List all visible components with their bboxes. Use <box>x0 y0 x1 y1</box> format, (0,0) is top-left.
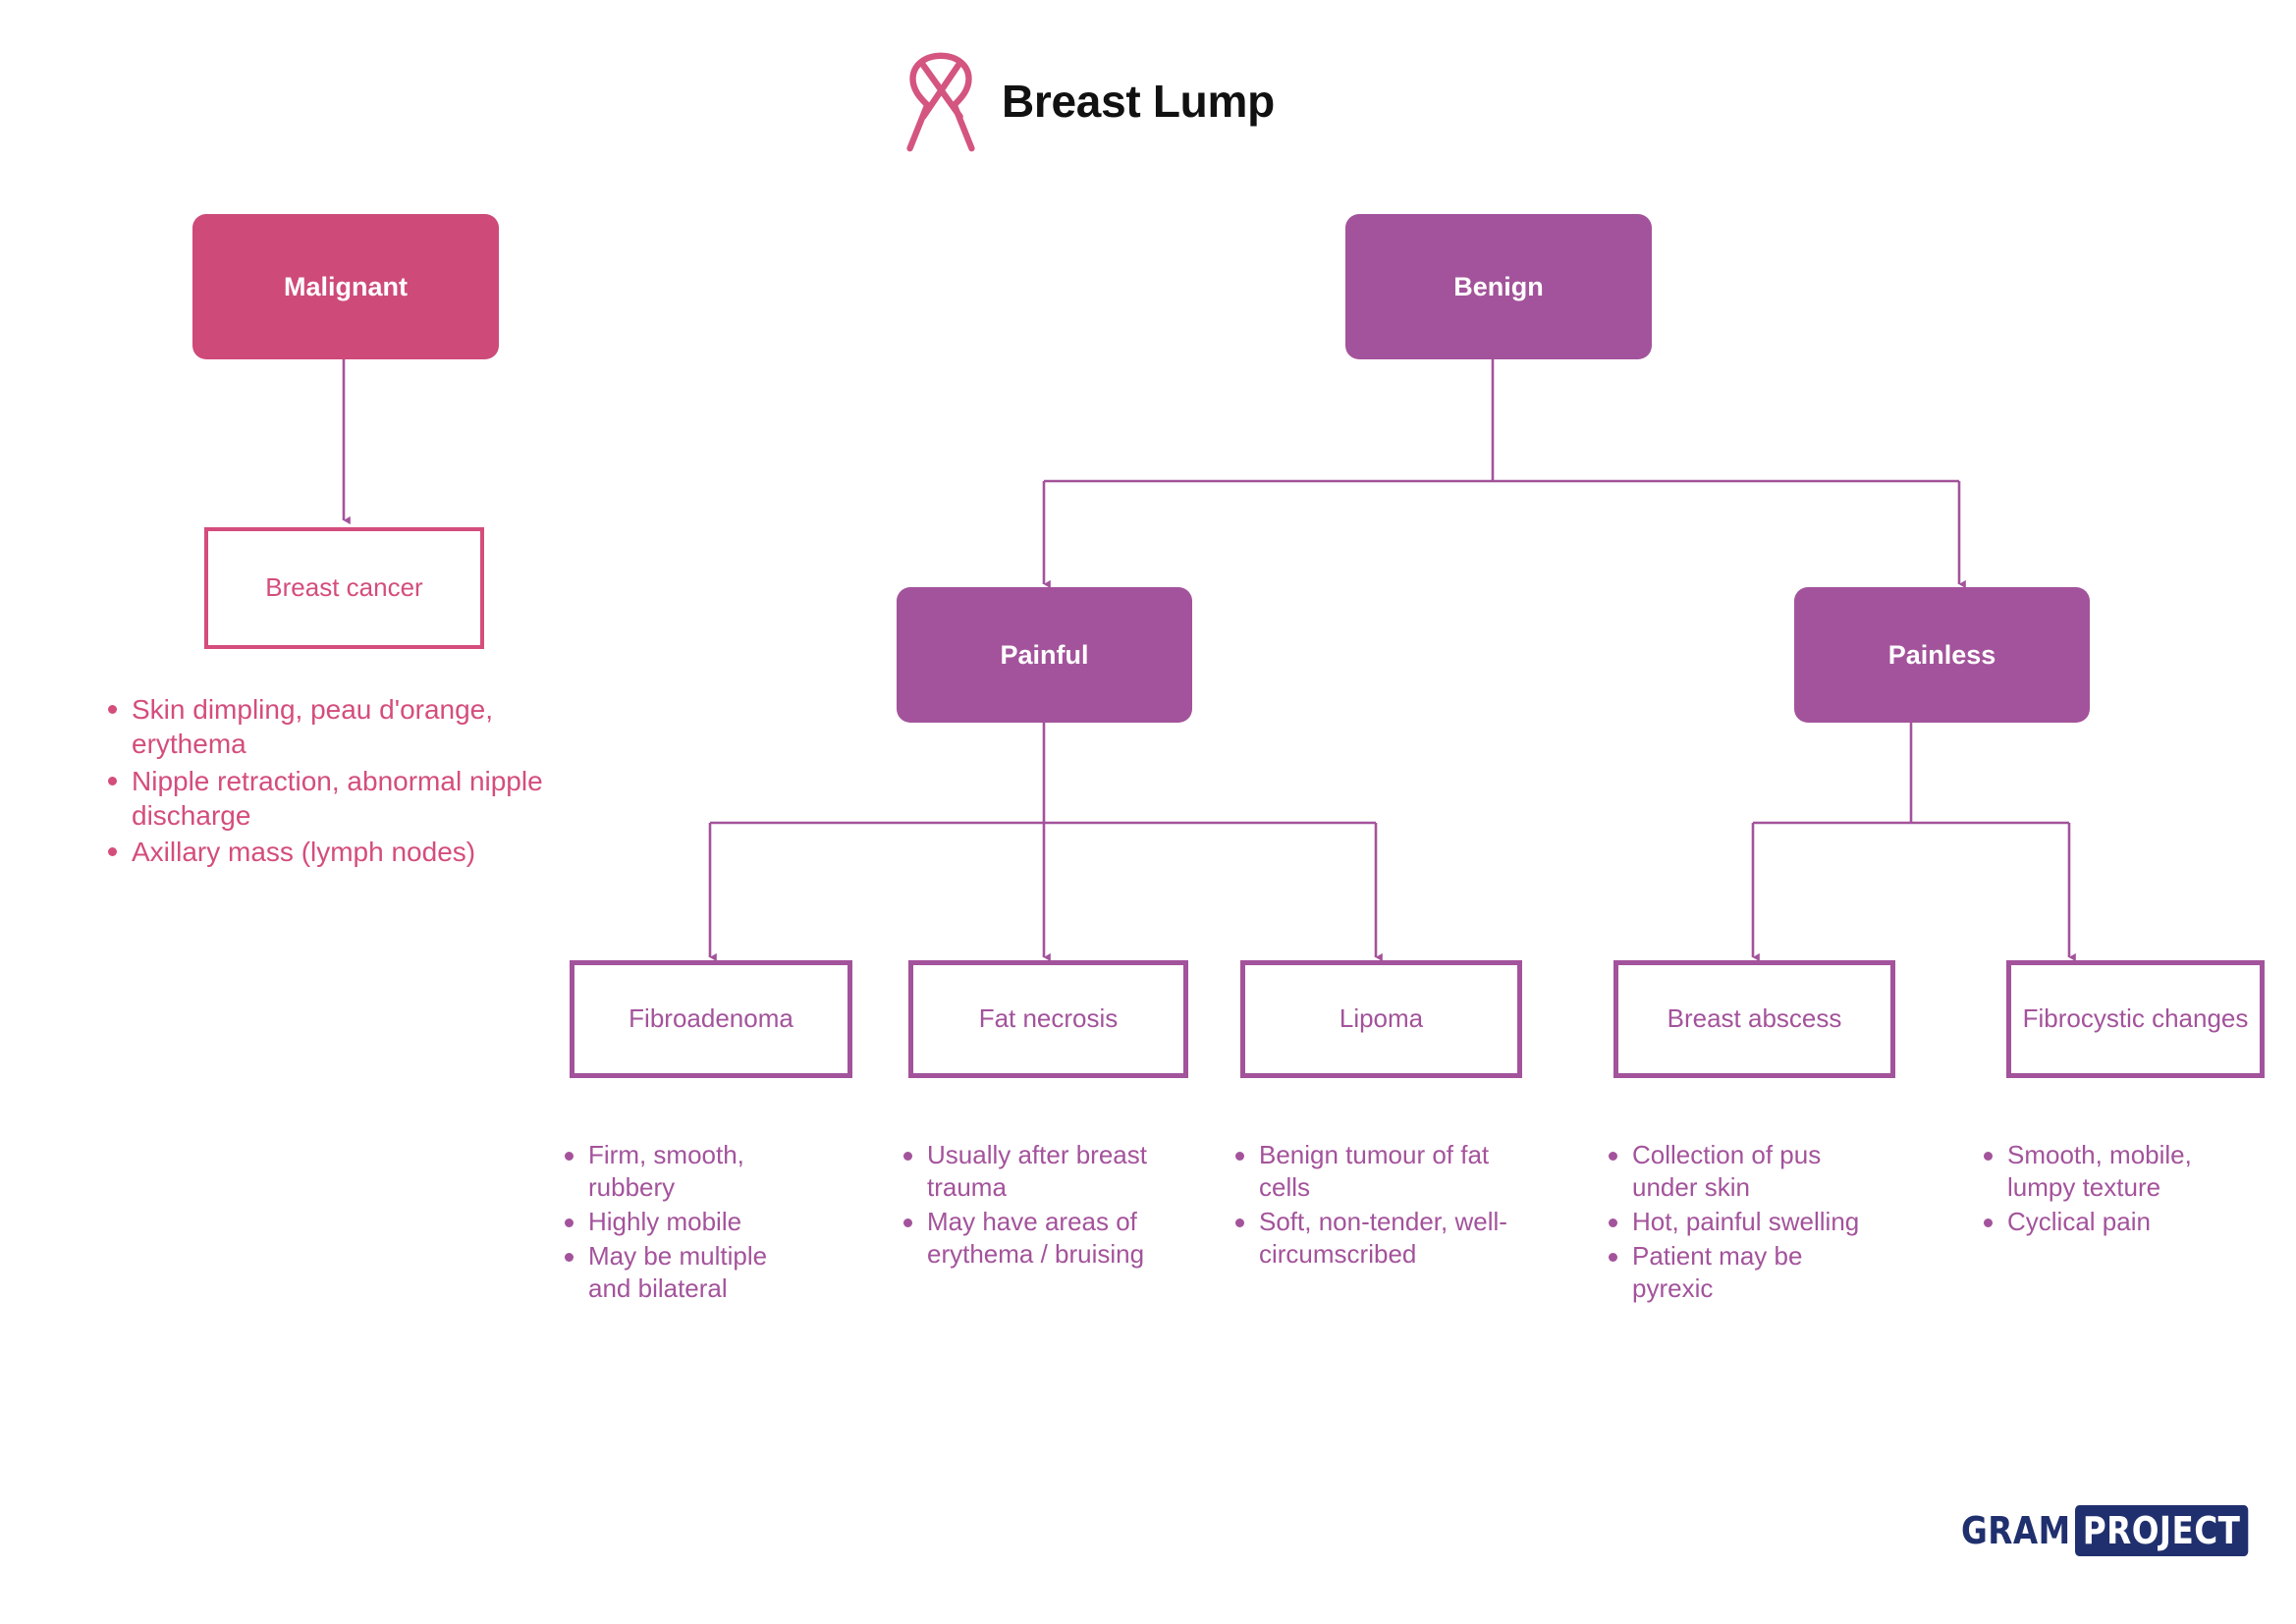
list-item: May have areas of erythema / bruising <box>903 1206 1149 1271</box>
leaf-fibrocystic-changes[interactable]: Fibrocystic changes <box>2006 960 2265 1078</box>
node-painless-label: Painless <box>1887 639 1996 670</box>
leaf-fibroadenoma-label: Fibroadenoma <box>629 1003 793 1034</box>
gram-project-logo[interactable]: GRAM PROJECT <box>1961 1505 2276 1556</box>
leaf-fat-necrosis[interactable]: Fat necrosis <box>908 960 1188 1078</box>
node-malignant[interactable]: Malignant <box>192 214 499 359</box>
list-item: Nipple retraction, abnormal nipple disch… <box>108 764 609 834</box>
leaf-lipoma-label: Lipoma <box>1339 1003 1424 1034</box>
leaf-breast-cancer[interactable]: Breast cancer <box>204 527 484 649</box>
node-painless[interactable]: Painless <box>1794 587 2090 723</box>
list-item: Cyclical pain <box>1984 1206 2241 1238</box>
leaf-fibrocystic-changes-label: Fibrocystic changes <box>2022 1003 2249 1034</box>
list-item: Collection of pus under skin <box>1609 1139 1862 1204</box>
leaf-breast-abscess[interactable]: Breast abscess <box>1613 960 1895 1078</box>
list-item: Smooth, mobile, lumpy texture <box>1984 1139 2241 1204</box>
list-item: Benign tumour of fat cells <box>1235 1139 1540 1204</box>
leaf-breast-abscess-label: Breast abscess <box>1667 1003 1842 1034</box>
leaf-fat-necrosis-label: Fat necrosis <box>978 1003 1119 1034</box>
features-breast-abscess: Collection of pus under skin Hot, painfu… <box>1599 1139 1862 1307</box>
logo-project-text: PROJECT <box>2074 1505 2248 1556</box>
features-fibrocystic-changes: Smooth, mobile, lumpy texture Cyclical p… <box>1974 1139 2241 1240</box>
list-item: Usually after breast trauma <box>903 1139 1149 1204</box>
features-fat-necrosis: Usually after breast trauma May have are… <box>894 1139 1149 1272</box>
features-breast-cancer: Skin dimpling, peau d'orange, erythema N… <box>98 692 609 871</box>
list-item: Hot, painful swelling <box>1609 1206 1862 1238</box>
leaf-breast-cancer-label: Breast cancer <box>265 572 423 603</box>
features-fibroadenoma: Firm, smooth, rubbery Highly mobile May … <box>555 1139 805 1307</box>
breast-cancer-ribbon-icon <box>906 52 975 152</box>
list-item: Axillary mass (lymph nodes) <box>108 835 609 869</box>
leaf-lipoma[interactable]: Lipoma <box>1240 960 1522 1078</box>
list-item: May be multiple and bilateral <box>565 1240 805 1305</box>
node-benign-label: Benign <box>1453 271 1544 301</box>
leaf-fibroadenoma[interactable]: Fibroadenoma <box>570 960 852 1078</box>
list-item: Skin dimpling, peau d'orange, erythema <box>108 692 609 762</box>
list-item: Soft, non-tender, well-circumscribed <box>1235 1206 1540 1271</box>
node-benign[interactable]: Benign <box>1345 214 1652 359</box>
list-item: Patient may be pyrexic <box>1609 1240 1862 1305</box>
list-item: Firm, smooth, rubbery <box>565 1139 805 1204</box>
page-header: Breast Lump <box>903 47 1275 155</box>
node-painful[interactable]: Painful <box>897 587 1192 723</box>
page-title: Breast Lump <box>1002 76 1275 127</box>
list-item: Highly mobile <box>565 1206 805 1238</box>
node-painful-label: Painful <box>1000 639 1089 670</box>
logo-gram-text: GRAM <box>1961 1509 2071 1552</box>
node-malignant-label: Malignant <box>284 271 408 301</box>
features-lipoma: Benign tumour of fat cells Soft, non-ten… <box>1226 1139 1540 1272</box>
